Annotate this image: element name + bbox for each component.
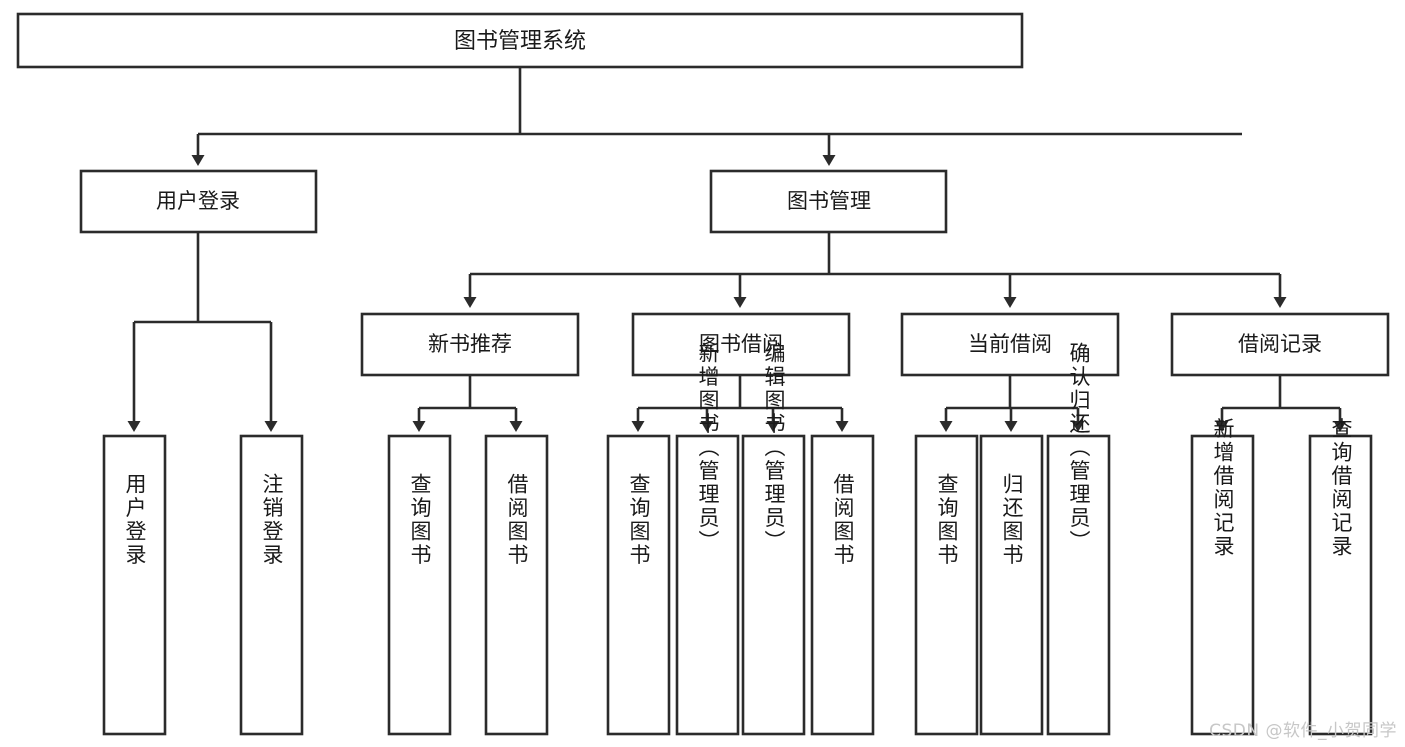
- node-new-book-recommend-label: 新书推荐: [428, 332, 512, 356]
- leaf-currentborrow-confirm-label: 确认归还（管理员）: [1067, 342, 1091, 554]
- leaf-borrowrecord-query-label: 查询借阅记录: [1329, 418, 1353, 559]
- leaf-borrowrecord-add[interactable]: 新增借阅记录: [1190, 418, 1255, 736]
- leaf-newbook-query[interactable]: 查询图书: [387, 434, 452, 736]
- node-user-login[interactable]: 用户登录: [79, 169, 318, 234]
- leaf-bookborrow-edit[interactable]: 编辑图书（管理员）: [741, 342, 806, 736]
- node-book-management-label: 图书管理: [787, 189, 871, 213]
- connector-borrowrecord-to-leaves: [1215, 375, 1347, 432]
- leaf-borrowrecord-query[interactable]: 查询借阅记录: [1308, 418, 1373, 736]
- node-root-system-label: 图书管理系统: [454, 29, 586, 54]
- node-book-management[interactable]: 图书管理: [709, 169, 948, 234]
- leaf-user-login-login[interactable]: 用户登录: [102, 434, 167, 736]
- leaf-bookborrow-borrow-label: 借阅图书: [831, 473, 855, 567]
- leaf-user-login-login-label: 用户登录: [123, 473, 147, 567]
- node-borrow-record[interactable]: 借阅记录: [1170, 312, 1390, 377]
- node-borrow-record-label: 借阅记录: [1238, 332, 1322, 356]
- node-current-borrow-label: 当前借阅: [968, 332, 1052, 356]
- leaf-bookborrow-query[interactable]: 查询图书: [606, 434, 671, 736]
- connector-currentborrow-to-leaves: [939, 375, 1085, 432]
- leaf-newbook-borrow-label: 借阅图书: [505, 473, 529, 567]
- leaf-currentborrow-query-label: 查询图书: [935, 473, 959, 567]
- leaf-newbook-query-label: 查询图书: [408, 473, 432, 567]
- leaf-bookborrow-add-label: 新增图书（管理员）: [696, 342, 720, 554]
- node-book-borrow-label: 图书借阅: [699, 332, 783, 356]
- node-root-system[interactable]: 图书管理系统: [16, 12, 1024, 69]
- leaf-bookborrow-add[interactable]: 新增图书（管理员）: [675, 342, 740, 736]
- connector-bookborrow-to-leaves: [631, 375, 849, 432]
- node-user-login-label: 用户登录: [156, 189, 240, 213]
- leaf-newbook-borrow[interactable]: 借阅图书: [484, 434, 549, 736]
- connector-root-to-level2: [191, 67, 1242, 166]
- node-new-book-recommend[interactable]: 新书推荐: [360, 312, 580, 377]
- leaf-user-login-logout-label: 注销登录: [260, 473, 284, 567]
- leaf-currentborrow-confirm[interactable]: 确认归还（管理员）: [1046, 342, 1111, 736]
- connector-newbook-to-leaves: [412, 375, 523, 432]
- leaf-currentborrow-return[interactable]: 归还图书: [979, 434, 1044, 736]
- leaf-currentborrow-query[interactable]: 查询图书: [914, 434, 979, 736]
- leaf-borrowrecord-add-label: 新增借阅记录: [1211, 418, 1235, 559]
- node-current-borrow[interactable]: 当前借阅: [900, 312, 1120, 377]
- csdn-watermark: CSDN @软件_小贺同学: [1209, 721, 1397, 741]
- node-book-borrow[interactable]: 图书借阅: [631, 312, 851, 377]
- leaf-bookborrow-edit-label: 编辑图书（管理员）: [762, 342, 786, 554]
- leaf-currentborrow-return-label: 归还图书: [1000, 473, 1024, 567]
- leaf-bookborrow-query-label: 查询图书: [627, 473, 651, 567]
- connector-bookmgmt-to-level3: [463, 232, 1287, 308]
- leaf-bookborrow-borrow[interactable]: 借阅图书: [810, 434, 875, 736]
- leaf-user-login-logout[interactable]: 注销登录: [239, 434, 304, 736]
- connector-userlogin-to-leaves: [127, 232, 278, 432]
